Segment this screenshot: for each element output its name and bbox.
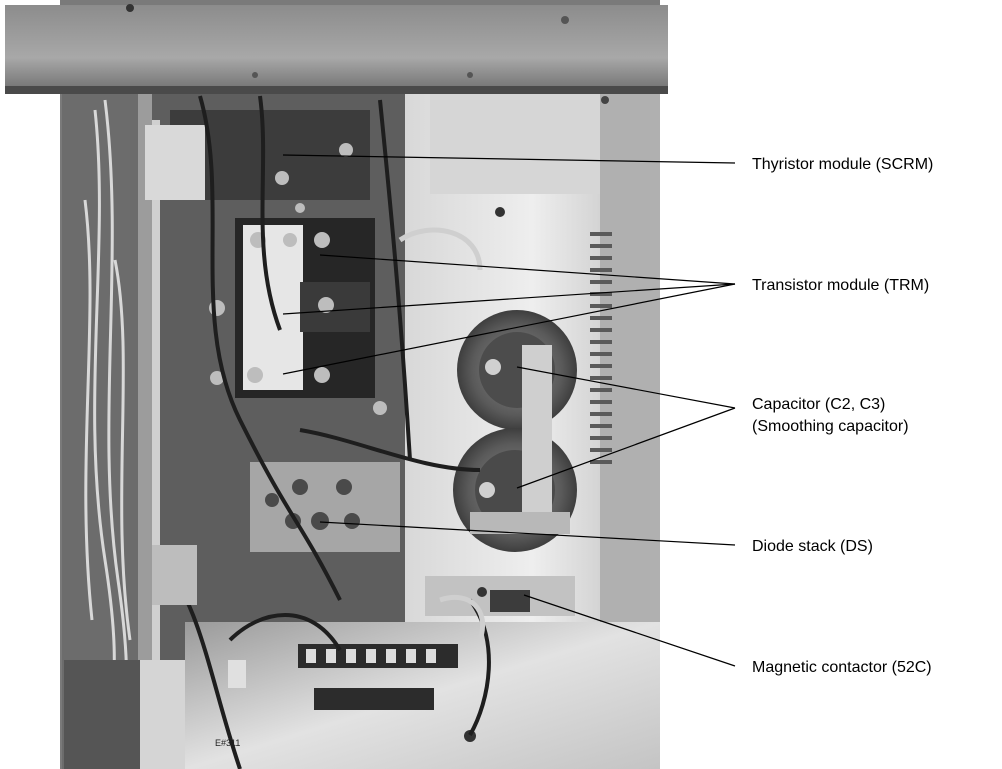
leader-line-ds [319, 521, 736, 546]
label-thyristor-module: Thyristor module (SCRM) [752, 156, 933, 173]
transistor-module-part [209, 218, 387, 415]
left-bracket [152, 545, 197, 605]
smoothing-capacitors-part [453, 310, 577, 552]
leader-line-trm-2 [282, 283, 736, 315]
leader-lines [282, 154, 736, 667]
top-cover-panel [5, 5, 668, 93]
label-diode-stack: Diode stack (DS) [752, 538, 873, 555]
leader-line-trm-1 [319, 254, 736, 285]
leader-line-cap-2 [516, 407, 736, 489]
label-capacitor-subtitle: (Smoothing capacitor) [752, 418, 909, 435]
terminal-block [298, 644, 458, 710]
vent-slots [590, 232, 612, 464]
label-magnetic-contactor: Magnetic contactor (52C) [752, 659, 932, 676]
label-capacitor: Capacitor (C2, C3) [752, 396, 885, 413]
label-transistor-module: Transistor module (TRM) [752, 277, 929, 294]
callout-labels: Thyristor module (SCRM) Transistor modul… [752, 156, 933, 676]
leader-line-scrm [282, 154, 736, 164]
equipment-photo: E#311 [5, 0, 668, 769]
thyristor-module-part [145, 110, 370, 213]
leader-line-cap-1 [516, 366, 736, 409]
board-code-marking: E#311 [215, 738, 240, 748]
leader-line-mc [523, 594, 736, 667]
leader-line-trm-3 [282, 283, 736, 375]
diode-stack-part [250, 462, 400, 552]
left-frame [62, 94, 152, 769]
